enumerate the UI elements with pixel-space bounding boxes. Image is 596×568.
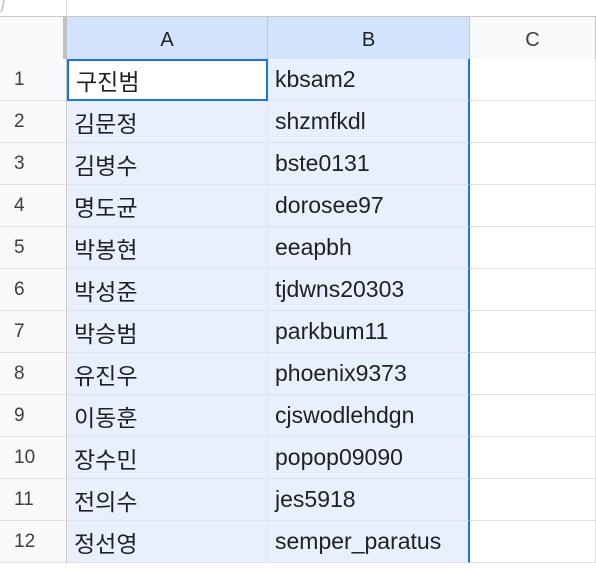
cell-empty[interactable] bbox=[470, 269, 596, 311]
cell-user-id[interactable]: shzmfkdl bbox=[268, 101, 470, 143]
cell-name[interactable]: 전의수 bbox=[67, 479, 268, 521]
cell-empty[interactable] bbox=[470, 185, 596, 227]
cell-name[interactable]: 박성준 bbox=[67, 269, 268, 311]
cell-user-id[interactable]: cjswodlehdgn bbox=[268, 395, 470, 437]
column-header-a[interactable]: A bbox=[67, 17, 268, 64]
row-header[interactable]: 4 bbox=[0, 185, 67, 227]
cell-user-id[interactable]: eeapbh bbox=[268, 227, 470, 269]
cell-empty[interactable] bbox=[470, 437, 596, 479]
cell-name[interactable]: 장수민 bbox=[67, 437, 268, 479]
select-all-corner[interactable] bbox=[0, 17, 67, 64]
cell-user-id[interactable]: tjdwns20303 bbox=[268, 269, 470, 311]
cell-user-id[interactable]: phoenix9373 bbox=[268, 353, 470, 395]
active-cell-a1[interactable]: 구진범 bbox=[67, 59, 268, 101]
cell-user-id[interactable]: parkbum11 bbox=[268, 311, 470, 353]
row-header[interactable]: 8 bbox=[0, 353, 67, 395]
cell-name[interactable]: 김문정 bbox=[67, 101, 268, 143]
cell-empty[interactable] bbox=[470, 227, 596, 269]
row-header[interactable]: 12 bbox=[0, 521, 67, 563]
cell-empty[interactable] bbox=[470, 311, 596, 353]
cell-name[interactable]: 정선영 bbox=[67, 521, 268, 563]
cell-user-id[interactable]: dorosee97 bbox=[268, 185, 470, 227]
cell-user-id[interactable]: popop09090 bbox=[268, 437, 470, 479]
cell-name[interactable]: 명도균 bbox=[67, 185, 268, 227]
cell-name[interactable]: 유진우 bbox=[67, 353, 268, 395]
row-header[interactable]: 2 bbox=[0, 101, 67, 143]
row-header[interactable]: 10 bbox=[0, 437, 67, 479]
cell-name[interactable]: 김병수 bbox=[67, 143, 268, 185]
column-header-b[interactable]: B bbox=[268, 17, 470, 64]
fx-icon: ƒ bbox=[0, 0, 8, 14]
row-header[interactable]: 5 bbox=[0, 227, 67, 269]
cell-user-id[interactable]: kbsam2 bbox=[268, 59, 470, 101]
formula-bar-divider bbox=[66, 0, 67, 16]
cell-empty[interactable] bbox=[470, 143, 596, 185]
formula-bar[interactable]: ƒ bbox=[0, 0, 596, 17]
row-header[interactable]: 9 bbox=[0, 395, 67, 437]
cell-empty[interactable] bbox=[470, 395, 596, 437]
row-header[interactable]: 6 bbox=[0, 269, 67, 311]
row-header[interactable]: 11 bbox=[0, 479, 67, 521]
cell-user-id[interactable]: semper_paratus bbox=[268, 521, 470, 563]
cell-name[interactable]: 이동훈 bbox=[67, 395, 268, 437]
cell-empty[interactable] bbox=[470, 521, 596, 563]
cell-user-id[interactable]: jes5918 bbox=[268, 479, 470, 521]
cell-name[interactable]: 박승범 bbox=[67, 311, 268, 353]
row-header[interactable]: 3 bbox=[0, 143, 67, 185]
row-header[interactable]: 7 bbox=[0, 311, 67, 353]
cell-empty[interactable] bbox=[470, 353, 596, 395]
cell-empty[interactable] bbox=[470, 101, 596, 143]
cell-user-id[interactable]: bste0131 bbox=[268, 143, 470, 185]
cell-empty[interactable] bbox=[470, 59, 596, 101]
cell-name[interactable]: 박봉현 bbox=[67, 227, 268, 269]
column-header-c[interactable]: C bbox=[470, 17, 596, 64]
row-header[interactable]: 1 bbox=[0, 59, 67, 101]
cell-empty[interactable] bbox=[470, 479, 596, 521]
